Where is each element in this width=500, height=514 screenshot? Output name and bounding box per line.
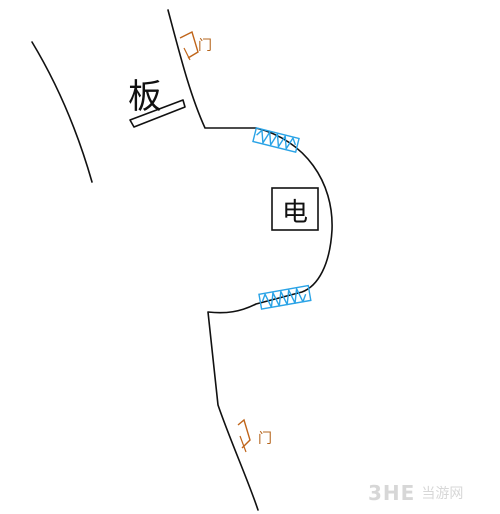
watermark: 3HE 当游网 xyxy=(368,476,493,510)
door-frame-icon xyxy=(179,31,199,59)
watermark-logo: 3HE xyxy=(368,481,416,505)
bottom-spring xyxy=(258,284,312,310)
main-wall-outline xyxy=(167,9,333,511)
door-frame-icon xyxy=(237,418,251,449)
spring-housing-icon xyxy=(258,284,312,310)
door-swing-icon xyxy=(183,47,191,61)
top-door-mark: 门 xyxy=(179,31,212,61)
bottom-door-label: 门 xyxy=(258,431,272,447)
left-curved-wall xyxy=(31,41,93,183)
door-swing-icon xyxy=(239,435,247,453)
watermark-text: 当游网 xyxy=(421,486,464,502)
electric-box-group: 电 xyxy=(271,187,319,231)
bottom-door-mark: 门 xyxy=(237,418,272,453)
zigzag-spring-icon xyxy=(256,129,297,150)
top-door-label: 门 xyxy=(198,38,212,54)
spring-housing-icon xyxy=(252,127,300,153)
board-label: 板 xyxy=(128,77,162,117)
plank-mark-icon xyxy=(129,99,186,128)
zigzag-spring-icon xyxy=(261,287,307,309)
square-frame-icon xyxy=(271,187,319,231)
top-spring xyxy=(252,127,300,153)
board-label-group: 板 xyxy=(128,77,186,128)
electric-label: 电 xyxy=(282,198,308,228)
